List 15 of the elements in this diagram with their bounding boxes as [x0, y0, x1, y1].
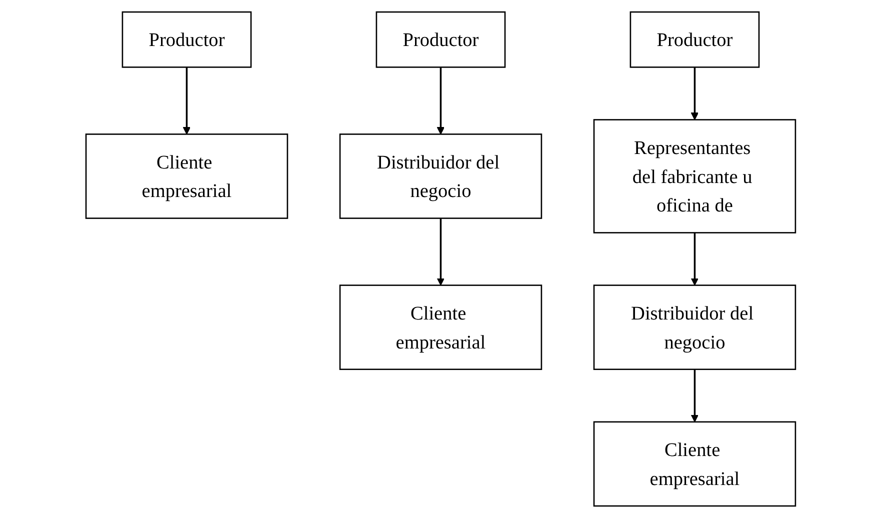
node-box: Representantes del fabricante u oficina de	[594, 119, 796, 234]
arrow	[437, 218, 445, 286]
arrow	[691, 67, 699, 120]
node-box: Productor	[630, 11, 760, 68]
node-box: Cliente empresarial	[340, 284, 542, 370]
arrow	[437, 67, 445, 135]
node-box: Productor	[122, 11, 252, 68]
arrow	[691, 369, 699, 422]
arrow	[183, 67, 191, 135]
node-box: Cliente empresarial	[594, 421, 796, 507]
node-box: Cliente empresarial	[86, 134, 288, 219]
node-box: Productor	[376, 11, 506, 68]
node-box: Distribuidor del negocio	[594, 284, 796, 370]
node-box: Distribuidor del negocio	[340, 134, 542, 219]
arrow	[691, 232, 699, 286]
